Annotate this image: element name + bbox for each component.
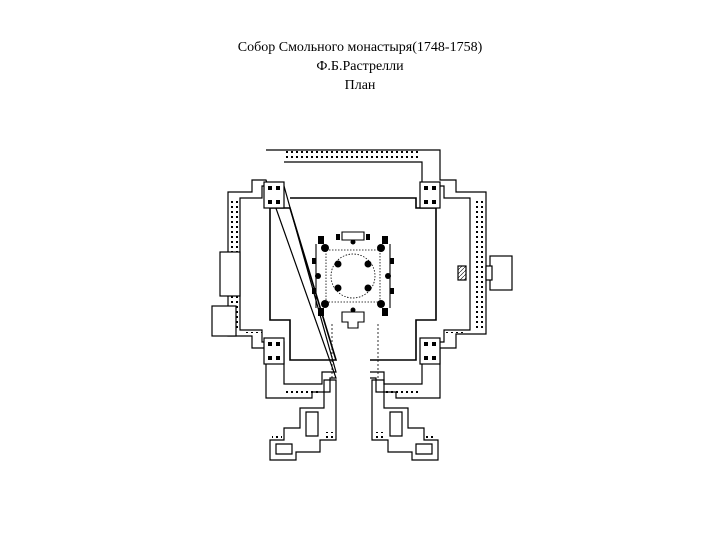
east-annex bbox=[489, 255, 513, 291]
tower-se bbox=[419, 337, 441, 365]
slide-caption: Собор Смольного монастыря(1748-1758) Ф.Б… bbox=[0, 38, 720, 95]
tower-sw bbox=[263, 337, 285, 365]
caption-title: Собор Смольного монастыря(1748-1758) bbox=[237, 40, 483, 55]
west-annex-lower bbox=[211, 305, 237, 337]
plan-drawing bbox=[211, 149, 513, 461]
courtyard-line bbox=[269, 197, 437, 361]
south-west-wing bbox=[269, 379, 337, 461]
tower-nw bbox=[263, 181, 285, 209]
caption-architect: Ф.Б.Растрелли bbox=[316, 59, 404, 74]
architectural-plan bbox=[200, 140, 530, 470]
cathedral bbox=[312, 231, 394, 329]
tower-ne bbox=[419, 181, 441, 209]
west-annex-upper bbox=[219, 251, 241, 297]
south-east-wing bbox=[371, 379, 439, 461]
caption-plan-label: План bbox=[344, 78, 376, 93]
